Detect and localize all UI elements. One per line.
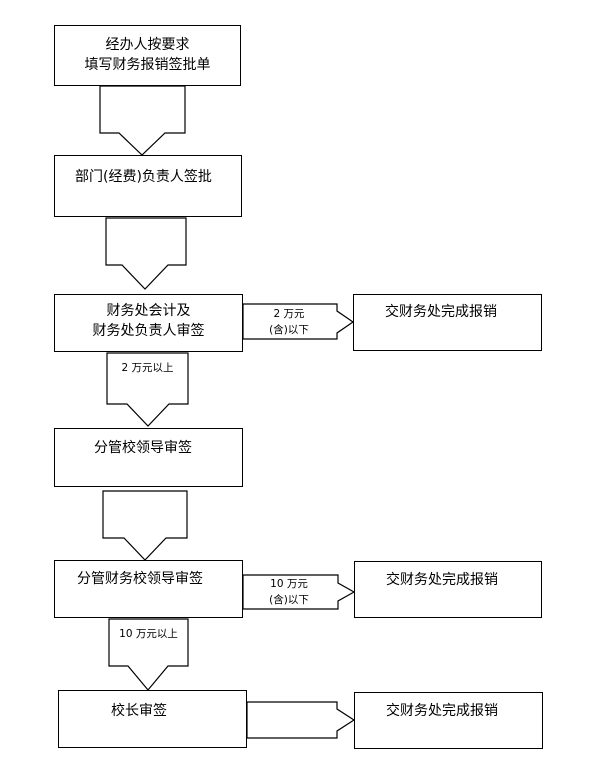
- result-box-3: 交财务处完成报销: [354, 692, 543, 749]
- step-finance-review-line2: 财务处负责人审签: [92, 323, 205, 339]
- result-box-2-label: 交财务处完成报销: [386, 572, 498, 588]
- arrow-down-2: [105, 217, 187, 290]
- step-fill-form: 经办人按要求 填写财务报销签批单: [54, 25, 241, 86]
- condition-over-20k: 2 万元以上: [121, 362, 174, 374]
- branch-1-condition-line2: (含)以下: [269, 324, 309, 336]
- result-box-3-label: 交财务处完成报销: [386, 703, 498, 719]
- arrow-down-5: [108, 618, 189, 691]
- step-dept-approval-label: 部门(经费)负责人签批: [75, 169, 212, 185]
- arrow-right-3: [246, 701, 356, 739]
- arrow-down-4: [102, 490, 188, 561]
- step-president-approval: 校长审签: [58, 690, 247, 748]
- arrow-down-1: [99, 85, 186, 156]
- step-finance-vp-approval-label: 分管财务校领导审签: [77, 571, 203, 587]
- branch-1-condition-line1: 2 万元: [273, 308, 305, 320]
- step-fill-form-line2: 填写财务报销签批单: [84, 57, 211, 73]
- step-president-approval-label: 校长审签: [111, 703, 167, 719]
- arrow-right-2: [242, 574, 356, 610]
- step-vp-approval: 分管校领导审签: [54, 428, 243, 487]
- step-fill-form-line1: 经办人按要求: [105, 37, 190, 53]
- step-vp-approval-label: 分管校领导审签: [94, 440, 192, 456]
- step-finance-review: 财务处会计及 财务处负责人审签: [54, 294, 243, 352]
- branch-2-condition-line1: 10 万元: [270, 578, 308, 590]
- arrow-right-1: [242, 303, 355, 340]
- result-box-2: 交财务处完成报销: [354, 561, 542, 618]
- result-box-1-label: 交财务处完成报销: [385, 304, 497, 320]
- result-box-1: 交财务处完成报销: [353, 294, 542, 351]
- arrow-down-3: [106, 352, 189, 427]
- step-finance-vp-approval: 分管财务校领导审签: [54, 560, 243, 618]
- step-dept-approval: 部门(经费)负责人签批: [54, 155, 242, 217]
- branch-2-condition-line2: (含)以下: [269, 594, 309, 606]
- condition-over-100k: 10 万元以上: [119, 628, 178, 640]
- step-finance-review-line1: 财务处会计及: [106, 303, 191, 319]
